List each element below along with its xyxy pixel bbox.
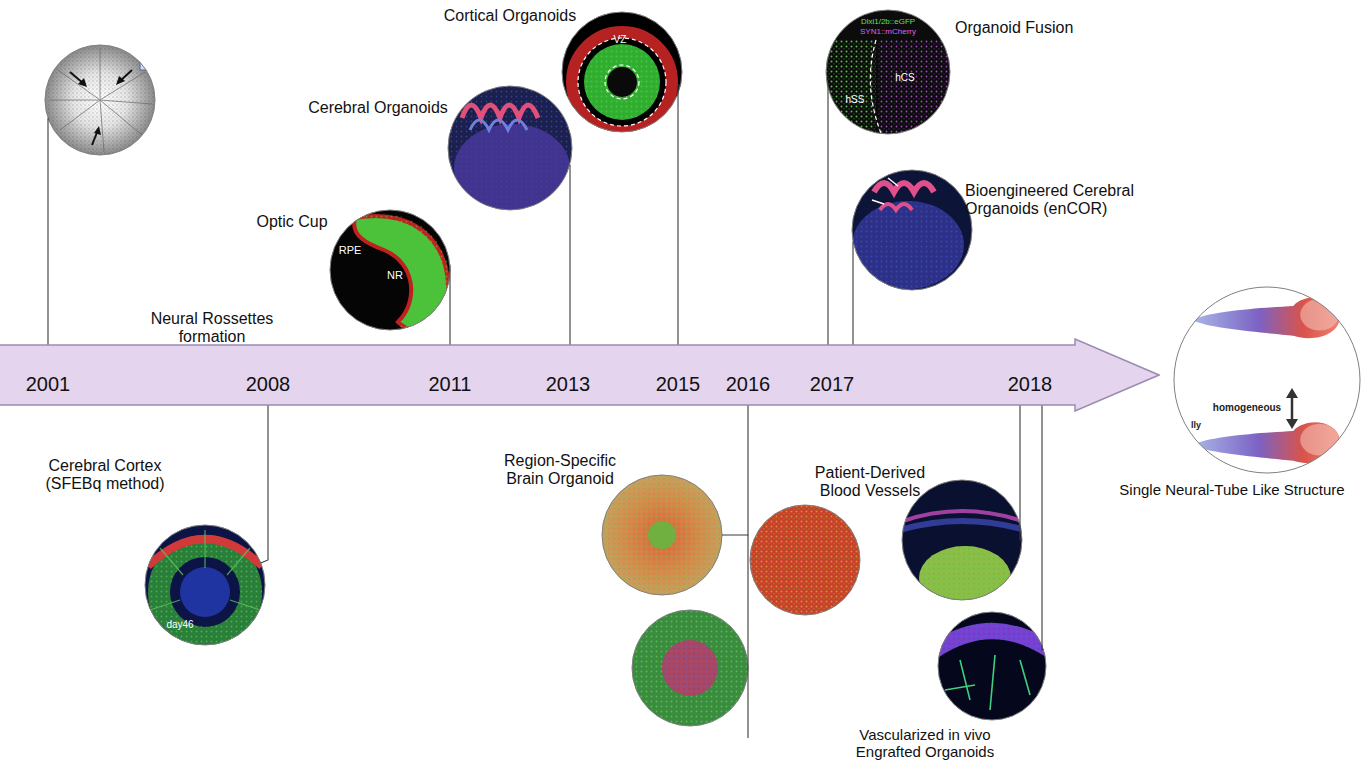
- leader-line: [827, 85, 829, 345]
- optic-cup-micrograph: [325, 205, 455, 335]
- milestone-circle: Patient-Derived Blood Vessels: [902, 480, 1022, 600]
- milestone-label: Cerebral Organoids: [308, 99, 448, 117]
- year-label: 2011: [428, 373, 471, 395]
- milestone-circle: Region-Specific Brain Organoid: [602, 475, 722, 595]
- leader-line: [261, 405, 268, 563]
- milestone-label: Bioengineered Cerebral Organoids (enCOR): [965, 182, 1160, 218]
- image-annotation: homogeneous: [1213, 402, 1281, 413]
- image-annotation: day46: [166, 619, 193, 630]
- image-annotation: hCS: [895, 72, 914, 83]
- milestone-circle: Neural Rossettes formation: [45, 45, 155, 155]
- cortical-organoid-micrograph: [560, 10, 685, 135]
- year-label: 2001: [26, 373, 71, 395]
- milestone-label: Patient-Derived Blood Vessels: [808, 464, 933, 500]
- arrow-outline: [0, 339, 1159, 411]
- image-annotation: lly: [1191, 420, 1201, 430]
- engrafted-organoid-micrograph: [935, 610, 1050, 725]
- year-label: 2008: [246, 373, 291, 395]
- milestone-circle: Single Neural-Tube Like Structure: [1174, 287, 1360, 473]
- milestone-label: Cortical Organoids: [444, 7, 577, 25]
- leader-line: [569, 165, 570, 345]
- cerebral-organoid-micrograph: [445, 83, 575, 213]
- milestone-label: Neural Rossettes formation: [139, 310, 285, 346]
- timeline-arrow: 2001 2008 2011 2013 2015 2016 2017 2018: [0, 338, 1160, 412]
- region-organoid-micrograph: [630, 608, 750, 728]
- neural-tube-illustration: [1174, 287, 1360, 473]
- milestone-circle: Cortical Organoids: [562, 12, 682, 132]
- leader-line: [722, 405, 748, 535]
- image-annotation: Dlxi1/2b::eGFP: [861, 18, 915, 27]
- milestone-label: Optic Cup: [256, 213, 327, 231]
- year-label: 2016: [726, 373, 771, 395]
- image-annotation: hSS: [846, 94, 865, 105]
- year-label: 2015: [656, 373, 701, 395]
- leader-line: [449, 265, 450, 345]
- leader-line: [1020, 405, 1022, 540]
- milestone-label: Cerebral Cortex (SFEBq method): [35, 457, 175, 493]
- milestone-label: Vascularized in vivo Engrafted Organoids: [845, 727, 1005, 761]
- leader-line: [678, 85, 680, 345]
- image-annotation: RPE: [339, 244, 362, 256]
- region-organoid-micrograph: [748, 503, 863, 618]
- year-label: 2018: [1008, 373, 1053, 395]
- milestone-label: Single Neural-Tube Like Structure: [1119, 482, 1344, 499]
- leader-line: [47, 118, 48, 345]
- rosette-micrograph: [40, 40, 160, 160]
- year-label: 2013: [546, 373, 591, 395]
- milestone-circle: Bioengineered Cerebral Organoids (enCOR): [852, 170, 972, 290]
- milestone-circle: Vascularized in vivo Engrafted Organoids: [938, 612, 1046, 720]
- milestone-circle: Cerebral Organoids: [448, 86, 572, 210]
- leader-line: [852, 242, 853, 345]
- image-annotation: VZ: [614, 34, 627, 45]
- fusion-micrograph: [824, 8, 954, 140]
- milestone-label: Organoid Fusion: [955, 19, 1073, 37]
- year-label: 2017: [810, 373, 855, 395]
- leader-line: [1042, 405, 1043, 650]
- region-organoid-micrograph: [600, 473, 725, 598]
- leader-line: [747, 535, 748, 738]
- cortex-micrograph: [140, 520, 270, 650]
- milestone-circle: Cerebral Cortex (SFEBq method): [145, 525, 265, 645]
- encor-micrograph: [850, 168, 975, 293]
- image-annotation: SYN1::mCherry: [860, 28, 916, 37]
- image-annotation: NR: [387, 269, 403, 281]
- milestone-label: Region-Specific Brain Organoid: [498, 452, 623, 488]
